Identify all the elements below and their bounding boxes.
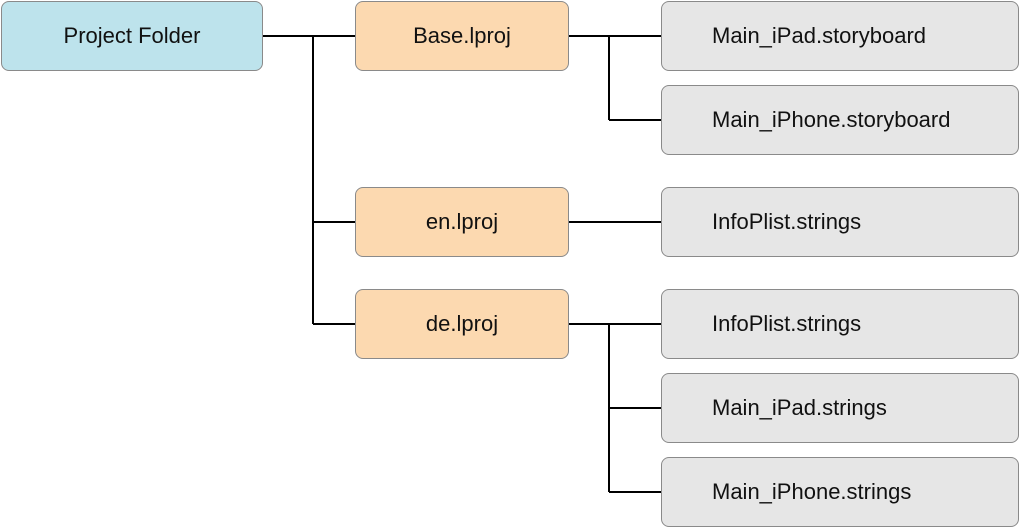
- file-label: Main_iPad.strings: [712, 395, 887, 420]
- file-label: Main_iPhone.strings: [712, 479, 912, 504]
- de-lproj-node: de.lproj: [355, 289, 569, 359]
- file-node-base-iphone-storyboard: Main_iPhone.storyboard: [661, 85, 1019, 155]
- file-node-base-ipad-storyboard: Main_iPad.storyboard: [661, 1, 1019, 71]
- file-label: InfoPlist.strings: [712, 311, 862, 336]
- en-lproj-label: en.lproj: [425, 209, 499, 234]
- en-lproj-node: en.lproj: [355, 187, 569, 257]
- file-node-de-ipad-strings: Main_iPad.strings: [661, 373, 1019, 443]
- file-node-de-infoplist: InfoPlist.strings: [661, 289, 1019, 359]
- de-lproj-label: de.lproj: [425, 311, 499, 336]
- project-folder-node: Project Folder: [1, 1, 263, 71]
- project-folder-label: Project Folder: [63, 23, 201, 48]
- base-lproj-node: Base.lproj: [355, 1, 569, 71]
- file-node-de-iphone-strings: Main_iPhone.strings: [661, 457, 1019, 527]
- file-label: Main_iPad.storyboard: [712, 23, 927, 48]
- file-label: InfoPlist.strings: [712, 209, 862, 234]
- file-label: Main_iPhone.storyboard: [712, 107, 951, 132]
- file-node-en-infoplist: InfoPlist.strings: [661, 187, 1019, 257]
- base-lproj-label: Base.lproj: [413, 23, 511, 48]
